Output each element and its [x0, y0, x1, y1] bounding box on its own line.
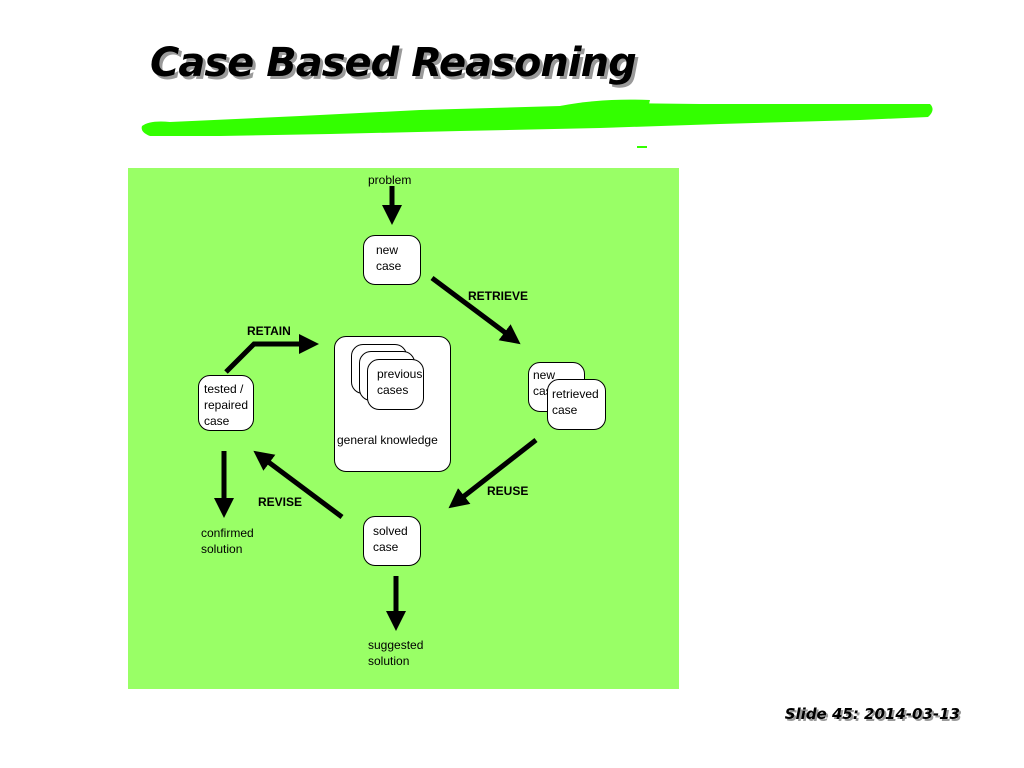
retain-arrow: [224, 334, 320, 374]
slide-footer: Slide 45: 2014-03-13: [784, 705, 960, 723]
retrieved-case-label: retrieved case: [552, 387, 599, 417]
cbr-cycle-diagram: problem new case RETRIEVE RETAIN previou…: [128, 168, 679, 689]
confirmed-solution-label: confirmed solution: [201, 526, 254, 556]
brush-stroke-shape: [141, 103, 933, 136]
revise-label: REVISE: [258, 495, 303, 509]
knowledge-base-node: previous cases general knowledge: [334, 336, 451, 472]
previous-cases-node: previous cases: [367, 359, 424, 410]
retrieve-arrow: [430, 275, 521, 345]
cycle-arrows: [214, 186, 538, 632]
tested-repaired-case-label: tested / repaired case: [204, 382, 249, 428]
slide-title: Case Based Reasoning: [150, 40, 637, 86]
retrieve-label: RETRIEVE: [468, 289, 529, 303]
general-knowledge-label: general knowledge: [337, 433, 438, 447]
solved-case-label: solved case: [373, 524, 408, 554]
solved-case-node: solved case: [363, 516, 421, 566]
revise-arrow: [253, 450, 344, 520]
problem-label: problem: [368, 173, 412, 187]
title-underline-brush: [141, 99, 933, 148]
new-case-label: new case: [376, 243, 402, 273]
previous-cases-label: previous cases: [377, 367, 423, 397]
tested-repaired-case-node: tested / repaired case: [198, 375, 254, 431]
reuse-label: REUSE: [487, 484, 529, 498]
suggested-solution-label: suggested solution: [368, 638, 424, 668]
new-case-node: new case: [363, 235, 421, 285]
retain-label: RETAIN: [247, 324, 291, 338]
retrieved-case-node: retrieved case: [547, 379, 606, 430]
reuse-arrow: [448, 438, 538, 509]
